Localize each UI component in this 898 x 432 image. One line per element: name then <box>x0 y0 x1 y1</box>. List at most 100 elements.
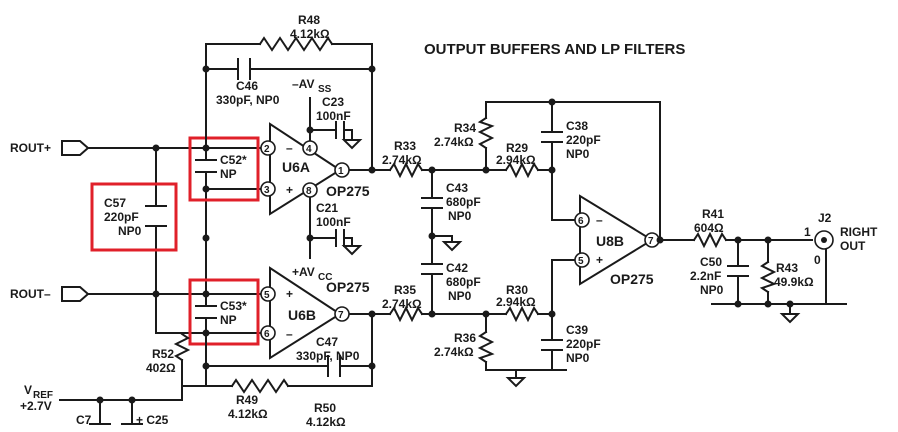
c23-ref: C23 <box>322 95 344 109</box>
r41-value: 604Ω <box>694 221 724 235</box>
c39-ref: C39 <box>566 323 588 337</box>
r33-path: R33 2.74kΩ <box>368 139 487 179</box>
u6a-minus-sign: – <box>286 141 293 155</box>
r48-value: 4.12kΩ <box>290 27 330 41</box>
c57-dielectric: NP0 <box>118 224 142 238</box>
avss-subscript: SS <box>318 84 332 95</box>
capacitor-c53: C53* NP <box>195 293 247 334</box>
c46-ref: C46 <box>236 79 258 93</box>
c53-value: NP <box>220 313 237 327</box>
r29-ref: R29 <box>506 141 528 155</box>
opamp-u8b: U8B – + 6 5 7 OP275 <box>574 194 660 287</box>
c38-value: 220pF <box>566 133 601 147</box>
r41-ref: R41 <box>702 207 724 221</box>
u8b-part: OP275 <box>610 271 654 287</box>
u8b-pin-inv: 6 <box>578 216 584 227</box>
r35-value: 2.74kΩ <box>382 297 422 311</box>
c53-highlight-box <box>188 278 260 346</box>
u6a-pin-out: 1 <box>338 166 344 177</box>
c42-dielectric: NP0 <box>448 289 472 303</box>
u6b-part: OP275 <box>326 279 370 295</box>
avcc-supply: C21 100nF +AV CC <box>292 201 363 283</box>
u6b-pin-noninv: 5 <box>264 290 270 301</box>
c21-ref: C21 <box>316 201 338 215</box>
avss-label: –AV <box>292 77 314 91</box>
j2-label-right: RIGHT <box>840 225 878 239</box>
c46-value: 330pF, NP0 <box>216 93 280 107</box>
c52-value: NP <box>220 167 237 181</box>
c52-highlight-box <box>188 136 260 202</box>
r35-path: R35 2.74kΩ <box>371 283 487 323</box>
c21-value: 100nF <box>316 215 351 229</box>
u6a-pin-noninv: 3 <box>264 185 270 196</box>
r35-ref: R35 <box>394 283 416 297</box>
avcc-subscript: CC <box>318 272 332 283</box>
u6a-part: OP275 <box>326 183 370 199</box>
r34-ref: R34 <box>454 121 476 135</box>
r49-ref: R49 <box>236 393 258 407</box>
r49-value: 4.12kΩ <box>228 407 268 421</box>
vref-section: R52 402Ω V REF +2.7V C7 + C25 <box>20 332 207 427</box>
vref-label: V <box>24 383 32 397</box>
r50-value: 4.12kΩ <box>306 415 346 429</box>
u8b-pin-out: 7 <box>648 236 654 247</box>
r33-value: 2.74kΩ <box>382 153 422 167</box>
opamp-u6b: U6B + – 5 6 7 OP275 <box>260 266 373 360</box>
c57-value: 220pF <box>104 210 139 224</box>
avss-supply: –AV SS C23 100nF <box>292 77 363 150</box>
r30-ref: R30 <box>506 283 528 297</box>
u6a-feedback: R48 4.12kΩ C46 330pF, NP0 <box>202 13 376 171</box>
u6b-minus-sign: – <box>286 327 293 341</box>
c50-ref: C50 <box>700 255 722 269</box>
r36-ref: R36 <box>454 331 476 345</box>
c50-dielectric: NP0 <box>700 283 724 297</box>
u6b-pin-inv: 6 <box>264 329 270 340</box>
u8b-minus-sign: – <box>596 213 603 227</box>
r34-value: 2.74kΩ <box>434 135 474 149</box>
u6b-name: U6B <box>288 307 316 323</box>
avcc-label: +AV <box>292 265 315 279</box>
rout-plus-port: ROUT+ <box>10 140 90 156</box>
lower-filter: R30 2.94kΩ R36 2.74kΩ C39 220pF NP0 <box>434 259 601 388</box>
j2-pin1: 1 <box>804 225 811 239</box>
u6b-feedback: C47 330pF, NP0 R49 4.12kΩ R50 4.12kΩ <box>202 310 376 429</box>
c50-value: 2.2nF <box>690 269 721 283</box>
c23-value: 100nF <box>316 109 351 123</box>
j2-pin0: 0 <box>814 253 821 267</box>
rout-minus-port: ROUT– <box>10 286 90 302</box>
u8b-name: U8B <box>596 233 624 249</box>
upper-filter: R34 2.74kΩ R29 2.94kΩ C38 220pF NP0 <box>434 98 661 241</box>
vref-value: +2.7V <box>20 399 52 413</box>
u6b-pin-out: 7 <box>338 310 344 321</box>
c7-ref: C7 <box>76 413 92 427</box>
r36-value: 2.74kΩ <box>434 345 474 359</box>
r52-ref: R52 <box>152 347 174 361</box>
c47-ref: C47 <box>316 335 338 349</box>
c43-c42-shunt: C43 680pF NP0 C42 680pF NP0 <box>421 166 481 318</box>
r33-ref: R33 <box>394 139 416 153</box>
r43-ref: R43 <box>776 261 798 275</box>
rout-plus-label: ROUT+ <box>10 141 51 155</box>
capacitor-c52: C52* NP <box>195 147 247 190</box>
u6a-pin-vpos: 8 <box>306 186 312 197</box>
c39-dielectric: NP0 <box>566 351 590 365</box>
diagram-title: OUTPUT BUFFERS AND LP FILTERS <box>424 41 685 58</box>
c38-dielectric: NP0 <box>566 147 590 161</box>
c25-ref: + C25 <box>136 413 169 427</box>
c52-ref: C52* <box>220 153 247 167</box>
u6a-plus-sign: + <box>286 183 293 197</box>
c42-value: 680pF <box>446 275 481 289</box>
u8b-pin-noninv: 5 <box>578 256 584 267</box>
u6a-name: U6A <box>282 159 310 175</box>
c42-ref: C42 <box>446 261 468 275</box>
c47-value: 330pF, NP0 <box>296 349 360 363</box>
j2-ref: J2 <box>818 211 832 225</box>
u6b-plus-sign: + <box>286 287 293 301</box>
capacitor-c57: C57 220pF NP0 <box>104 196 167 238</box>
u6a-pin-vneg: 4 <box>306 144 312 155</box>
c38-ref: C38 <box>566 119 588 133</box>
r48-ref: R48 <box>298 13 320 27</box>
c43-ref: C43 <box>446 181 468 195</box>
